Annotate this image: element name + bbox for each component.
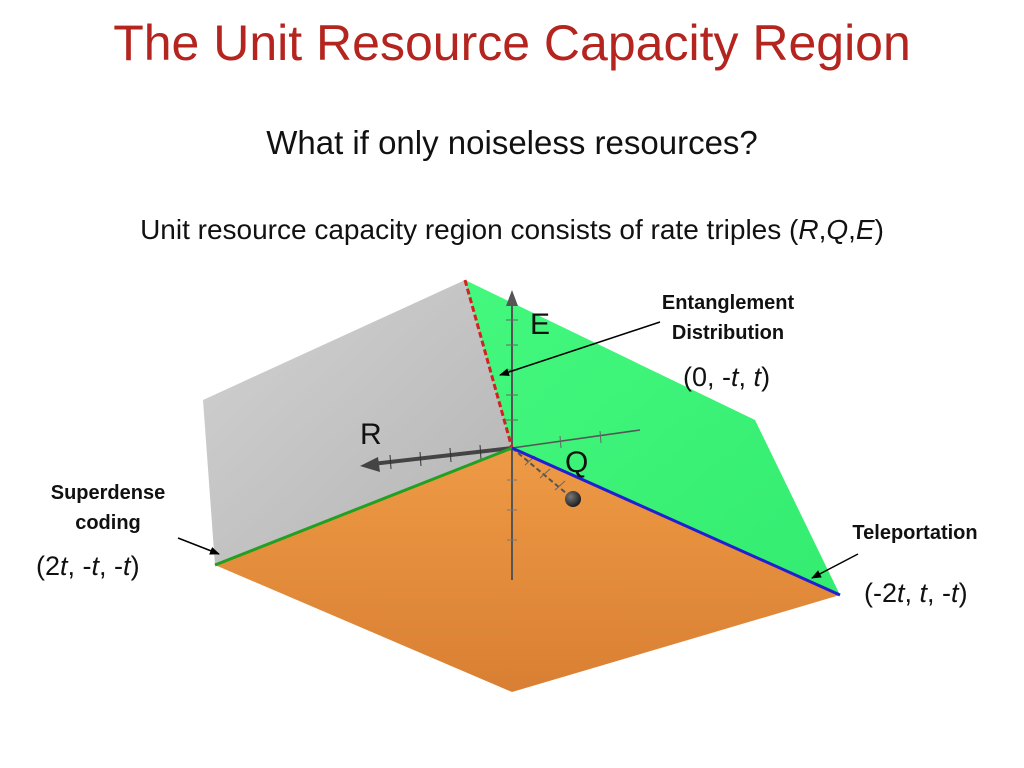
- teleportation-coords: (-2t, t, -t): [864, 578, 968, 609]
- coord-t: t: [919, 578, 928, 608]
- entanglement-line2: Distribution: [671, 322, 785, 344]
- superdense-coords: (2t, -t, -t): [36, 551, 140, 582]
- entanglement-pointer: [499, 321, 661, 376]
- slide-description: Unit resource capacity region consists o…: [0, 214, 1024, 246]
- slide-title: The Unit Resource Capacity Region: [113, 15, 911, 71]
- e-axis-label: E: [530, 308, 551, 341]
- superdense-line1: Superdense: [50, 482, 166, 504]
- green-face: [465, 280, 840, 595]
- coord-sep: , -: [67, 551, 92, 581]
- coord-open: (0, -: [683, 362, 732, 392]
- coord-close: ): [761, 362, 771, 392]
- superdense-label: Superdense coding: [20, 478, 196, 538]
- coord-t: t: [897, 578, 905, 608]
- teleportation-label: Teleportation: [830, 518, 1000, 548]
- r-axis-label: R: [360, 418, 382, 451]
- r-axis: [360, 429, 641, 472]
- coord-sep: , -: [99, 551, 124, 581]
- comma: ,: [848, 214, 856, 245]
- teleportation-pointer: [811, 553, 859, 579]
- teleportation-line1: Teleportation: [852, 522, 978, 544]
- q-axis-label: Q: [565, 446, 589, 479]
- comma: ,: [818, 214, 827, 245]
- q-axis: [511, 447, 581, 507]
- rate-e: E: [855, 214, 875, 245]
- superdense-edge: [214, 446, 513, 567]
- close-paren: ): [874, 214, 884, 245]
- entanglement-line1: Entanglement: [661, 292, 795, 314]
- e-axis: [506, 290, 518, 580]
- entanglement-coords: (0, -t, t): [683, 362, 770, 393]
- entanglement-label: Entanglement Distribution: [628, 288, 828, 348]
- orange-face: [215, 448, 840, 692]
- coord-open: (-2: [864, 578, 897, 608]
- coord-t: t: [731, 362, 739, 392]
- teleportation-edge: [511, 446, 841, 597]
- superdense-line2: coding: [75, 512, 141, 534]
- coord-t: t: [753, 362, 762, 392]
- coord-t: t: [123, 551, 131, 581]
- coord-close: ): [130, 551, 140, 581]
- slide-subtitle: What if only noiseless resources?: [266, 124, 758, 161]
- coord-sep: ,: [738, 362, 754, 392]
- coord-open: (2: [36, 551, 61, 581]
- rate-r: R: [798, 214, 819, 245]
- gray-face: [203, 280, 512, 565]
- coord-close: ): [958, 578, 968, 608]
- coord-sep: ,: [904, 578, 920, 608]
- rate-q: Q: [826, 214, 849, 245]
- coord-sep: , -: [927, 578, 952, 608]
- coord-t: t: [60, 551, 68, 581]
- description-text: Unit resource capacity region consists o…: [140, 214, 799, 245]
- superdense-pointer: [177, 537, 220, 555]
- coord-t: t: [91, 551, 100, 581]
- coord-t: t: [951, 578, 959, 608]
- entanglement-edge: [463, 279, 514, 449]
